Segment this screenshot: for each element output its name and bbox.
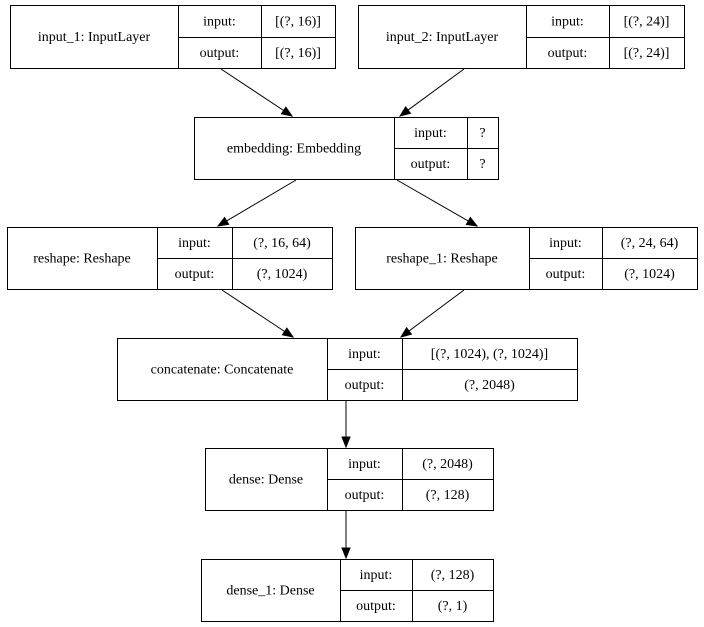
output-shape: [(?, 24)] [624, 46, 670, 61]
edge-line [396, 179, 469, 222]
input-label: input: [551, 14, 584, 29]
arrowhead-icon [281, 327, 295, 338]
arrowhead-icon [216, 216, 230, 227]
layer-name: dense: Dense [229, 473, 303, 488]
output-label: output: [175, 267, 215, 282]
output-shape: (?, 1) [438, 599, 468, 614]
arrowhead-icon [341, 547, 351, 560]
edge-line [408, 289, 465, 332]
arrowhead-icon [399, 326, 413, 338]
input-shape: (?, 128) [431, 568, 475, 583]
input-shape: [(?, 24)] [624, 14, 670, 29]
input-label: input: [360, 568, 393, 583]
output-label: output: [356, 599, 396, 614]
layer-node-reshape: reshape: Reshape input: output: (?, 16, 64)… [7, 227, 333, 290]
edge-line [220, 68, 284, 111]
layer-name: dense_1: Dense [226, 584, 314, 599]
input-shape: (?, 2048) [422, 457, 473, 472]
arrowhead-icon [280, 106, 294, 117]
layer-name: input_2: InputLayer [386, 30, 499, 45]
input-shape: (?, 24, 64) [621, 236, 679, 251]
output-label: output: [200, 46, 240, 61]
input-shape: [(?, 16)] [275, 14, 321, 29]
output-shape: (?, 1024) [257, 267, 308, 282]
output-shape: [(?, 16)] [275, 46, 321, 61]
output-label: output: [345, 378, 385, 393]
edge-input-2-to-embedding [398, 68, 465, 117]
output-shape: (?, 128) [426, 488, 470, 503]
layer-node-input-1: input_1: InputLayer input: output: [(?, 16)… [10, 5, 336, 69]
edge-line [407, 68, 465, 111]
output-label: output: [548, 46, 588, 61]
input-shape: (?, 16, 64) [253, 236, 311, 251]
edge-line [221, 289, 285, 332]
arrowhead-icon [398, 105, 412, 117]
layer-node-dense-1: dense_1: Dense input: output: (?, 128) (?, 1… [201, 559, 494, 622]
edge-reshape-to-concatenate [221, 289, 295, 338]
output-shape: (?, 1024) [624, 267, 675, 282]
layer-name: reshape: Reshape [33, 252, 131, 267]
edge-line [226, 179, 297, 222]
edge-dense-to-dense-1 [341, 511, 351, 560]
arrowhead-icon [341, 436, 351, 449]
output-shape: ? [479, 157, 485, 172]
layer-name: input_1: InputLayer [38, 30, 151, 45]
input-label: input: [203, 14, 236, 29]
input-shape: [(?, 1024), (?, 1024)] [431, 347, 548, 362]
layer-node-embedding: embedding: Embedding input: output:?? [194, 117, 499, 180]
layer-node-reshape-1: reshape_1: Reshape input: output: (?, 24, 6… [355, 227, 698, 290]
output-label: output: [546, 267, 586, 282]
layer-name: embedding: Embedding [227, 142, 361, 157]
input-label: input: [348, 347, 381, 362]
layer-node-input-2: input_2: InputLayer input: output: [(?, 24)… [358, 5, 685, 69]
output-shape: (?, 2048) [464, 378, 515, 393]
edge-concatenate-to-dense [341, 401, 351, 449]
edge-embedding-to-reshape [216, 179, 297, 227]
nodes-layer: input_1: InputLayer input: output: [(?, 16)… [7, 5, 698, 622]
input-label: input: [178, 236, 211, 251]
layer-name: concatenate: Concatenate [151, 363, 294, 378]
input-label: input: [549, 236, 582, 251]
layer-node-concatenate: concatenate: Concatenate input: output: [(?… [117, 338, 578, 401]
edge-input-1-to-embedding [220, 68, 294, 117]
edge-embedding-to-reshape-1 [396, 179, 479, 227]
arrowhead-icon [465, 216, 479, 227]
output-label: output: [411, 157, 451, 172]
output-label: output: [345, 488, 385, 503]
input-shape: ? [479, 126, 485, 141]
layer-name: reshape_1: Reshape [386, 252, 498, 267]
edges-layer [216, 68, 479, 560]
input-label: input: [348, 457, 381, 472]
input-label: input: [414, 126, 447, 141]
edge-reshape-1-to-concatenate [399, 289, 465, 338]
layer-node-dense: dense: Dense input: output: (?, 2048) (?, 12… [205, 448, 494, 511]
